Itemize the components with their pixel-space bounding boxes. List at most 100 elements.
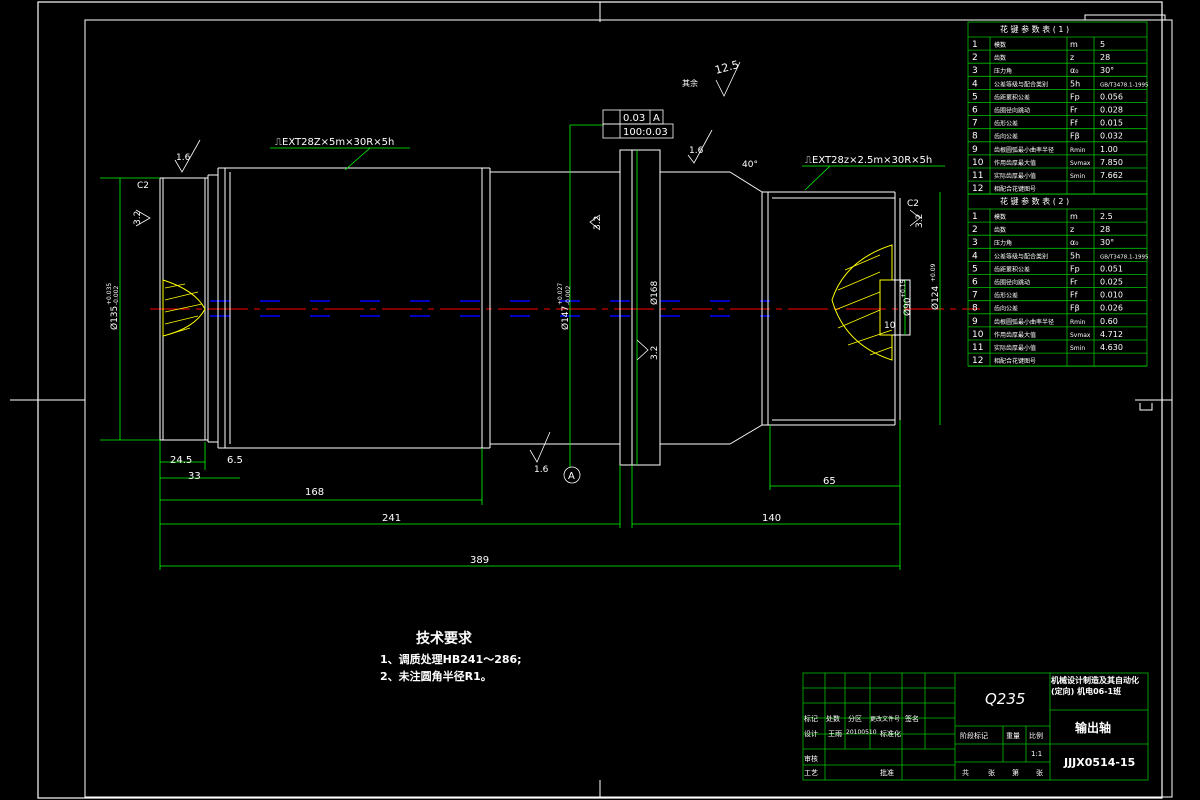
- table-cell: 0.010: [1100, 291, 1123, 300]
- len-65: 65: [823, 476, 836, 487]
- table-cell: Fβ: [1070, 132, 1080, 141]
- tech-req-item-2: 2、未注圆角半径R1。: [380, 670, 492, 683]
- table-cell: 模数: [994, 213, 1006, 221]
- table-cell: 28: [1100, 53, 1110, 62]
- table-cell: 齿距累积公差: [994, 265, 1030, 273]
- dia-mid: Ø147: [560, 306, 571, 330]
- table-cell: m: [1070, 212, 1078, 221]
- dia-left: Ø135: [109, 306, 120, 330]
- tb-process: 工艺: [804, 769, 818, 777]
- table-cell: Fp: [1070, 264, 1080, 273]
- table-cell: 9: [972, 145, 978, 155]
- roughness-general-note: 其余: [682, 78, 698, 88]
- table-cell: Rmin: [1070, 147, 1086, 154]
- dia-left-tol-bot: -0.002: [113, 285, 120, 305]
- table-cell: 6: [972, 106, 978, 116]
- table-cell: 齿根圆弧最小曲率半径: [994, 318, 1054, 326]
- title-block: [802, 672, 1149, 781]
- spline-callout-left: ⎍EXT28Z×5m×30R×5h: [275, 137, 394, 148]
- table-cell: 30°: [1100, 66, 1114, 75]
- tol-frame-2-value: 100:0.03: [623, 127, 668, 138]
- table-cell: 0.051: [1100, 264, 1123, 273]
- len-140: 140: [762, 513, 781, 524]
- dia-mid-tol-top: +0.027: [557, 283, 564, 305]
- table-cell: 齿数: [994, 54, 1006, 62]
- tb-designer-name: 王雨: [828, 730, 842, 738]
- table-cell: 12: [972, 356, 983, 366]
- table-cell: 7.662: [1100, 171, 1123, 180]
- chamfer-angle: 40°: [742, 160, 758, 170]
- spline-table-2-title: 花 键 参 数 表 ( 2 ): [1000, 197, 1070, 206]
- dia-right-tol: +0.09: [930, 263, 937, 282]
- table-cell: 5: [972, 92, 978, 102]
- table-cell: 11: [972, 171, 983, 181]
- dimension-lines: [100, 124, 945, 570]
- len-24-5: 24.5: [170, 455, 192, 466]
- table-cell: 作用齿厚最大值: [994, 331, 1036, 339]
- table-cell: 6: [972, 278, 978, 288]
- len-168: 168: [305, 487, 324, 498]
- table-cell: 相配合花键图号: [994, 185, 1036, 193]
- tol-frame-1-datum: A: [653, 113, 660, 124]
- center-lines: [150, 300, 980, 317]
- dia-right-inner-tol: +0.15: [900, 279, 907, 298]
- table-cell: 4.712: [1100, 330, 1123, 339]
- chamfer-left: C2: [137, 181, 149, 191]
- table-cell: 0.056: [1100, 92, 1123, 101]
- table-cell: m: [1070, 40, 1078, 49]
- table-cell: Svmax: [1070, 160, 1091, 167]
- table-cell: 齿向公差: [994, 305, 1018, 313]
- table-cell: Smin: [1070, 173, 1085, 180]
- table-cell: 10: [972, 330, 984, 340]
- table-cell: 公差等级与配合类别: [994, 252, 1048, 260]
- table-cell: 4.630: [1100, 343, 1123, 352]
- tb-sheet-unit: 张: [1036, 769, 1043, 777]
- table-cell: 4: [972, 79, 978, 89]
- table-cell: 8: [972, 132, 978, 142]
- dia-right: Ø124: [930, 285, 941, 310]
- datum-label: A: [568, 471, 575, 482]
- table-cell: 8: [972, 304, 978, 314]
- roughness-symbols: [135, 61, 921, 463]
- tol-frame-1-value: 0.03: [623, 113, 645, 124]
- tolerance-frames: [563, 109, 674, 484]
- roughness-r7: 3.2: [915, 214, 925, 228]
- tb-sheets: 共: [962, 769, 969, 777]
- dia-mid-tol-bot: -0.002: [565, 285, 572, 305]
- table-cell: 11: [972, 343, 983, 353]
- table-cell: 0.026: [1100, 304, 1123, 313]
- table-cell: 0.025: [1100, 278, 1123, 287]
- table-cell: GB/T3478.1-1995: [1100, 82, 1149, 88]
- school-label: 机械设计制造及其自动化(定向) 机电06-1班: [1051, 676, 1139, 696]
- part-name: 输出轴: [1075, 721, 1112, 735]
- table-cell: 0.60: [1100, 317, 1118, 326]
- tb-sign: 签名: [905, 715, 919, 723]
- table-cell: 2.5: [1100, 212, 1113, 221]
- table-cell: GB/T3478.1-1995: [1100, 254, 1149, 260]
- table-cell: 齿圈径向跳动: [994, 279, 1030, 287]
- table-cell: 0.015: [1100, 119, 1123, 128]
- tb-approve: 批准: [880, 769, 894, 777]
- table-cell: Smin: [1070, 345, 1085, 352]
- table-cell: Svmax: [1070, 332, 1091, 339]
- table-cell: Ff: [1070, 291, 1078, 300]
- len-389: 389: [470, 555, 489, 566]
- table-cell: 0.028: [1100, 106, 1123, 115]
- tb-zone: 分区: [848, 715, 862, 723]
- table-cell: α₀: [1070, 238, 1078, 247]
- tech-req-item-1: 1、调质处理HB241～286;: [380, 653, 522, 666]
- table-cell: Fr: [1070, 278, 1078, 287]
- table-cell: 0.032: [1100, 132, 1123, 141]
- roughness-general: 12.5: [713, 58, 740, 77]
- table-cell: 2: [972, 53, 978, 63]
- table-cell: 齿圈径向跳动: [994, 107, 1030, 115]
- table-cell: 公差等级与配合类别: [994, 80, 1048, 88]
- tb-weight: 重量: [1006, 732, 1020, 740]
- table-cell: 1: [972, 40, 978, 50]
- spline-table-1-title: 花 键 参 数 表 ( 1 ): [1000, 25, 1070, 34]
- table-cell: 7: [972, 119, 978, 129]
- table-cell: z: [1070, 225, 1074, 234]
- drawing-number: JJJX0514-15: [1064, 756, 1136, 769]
